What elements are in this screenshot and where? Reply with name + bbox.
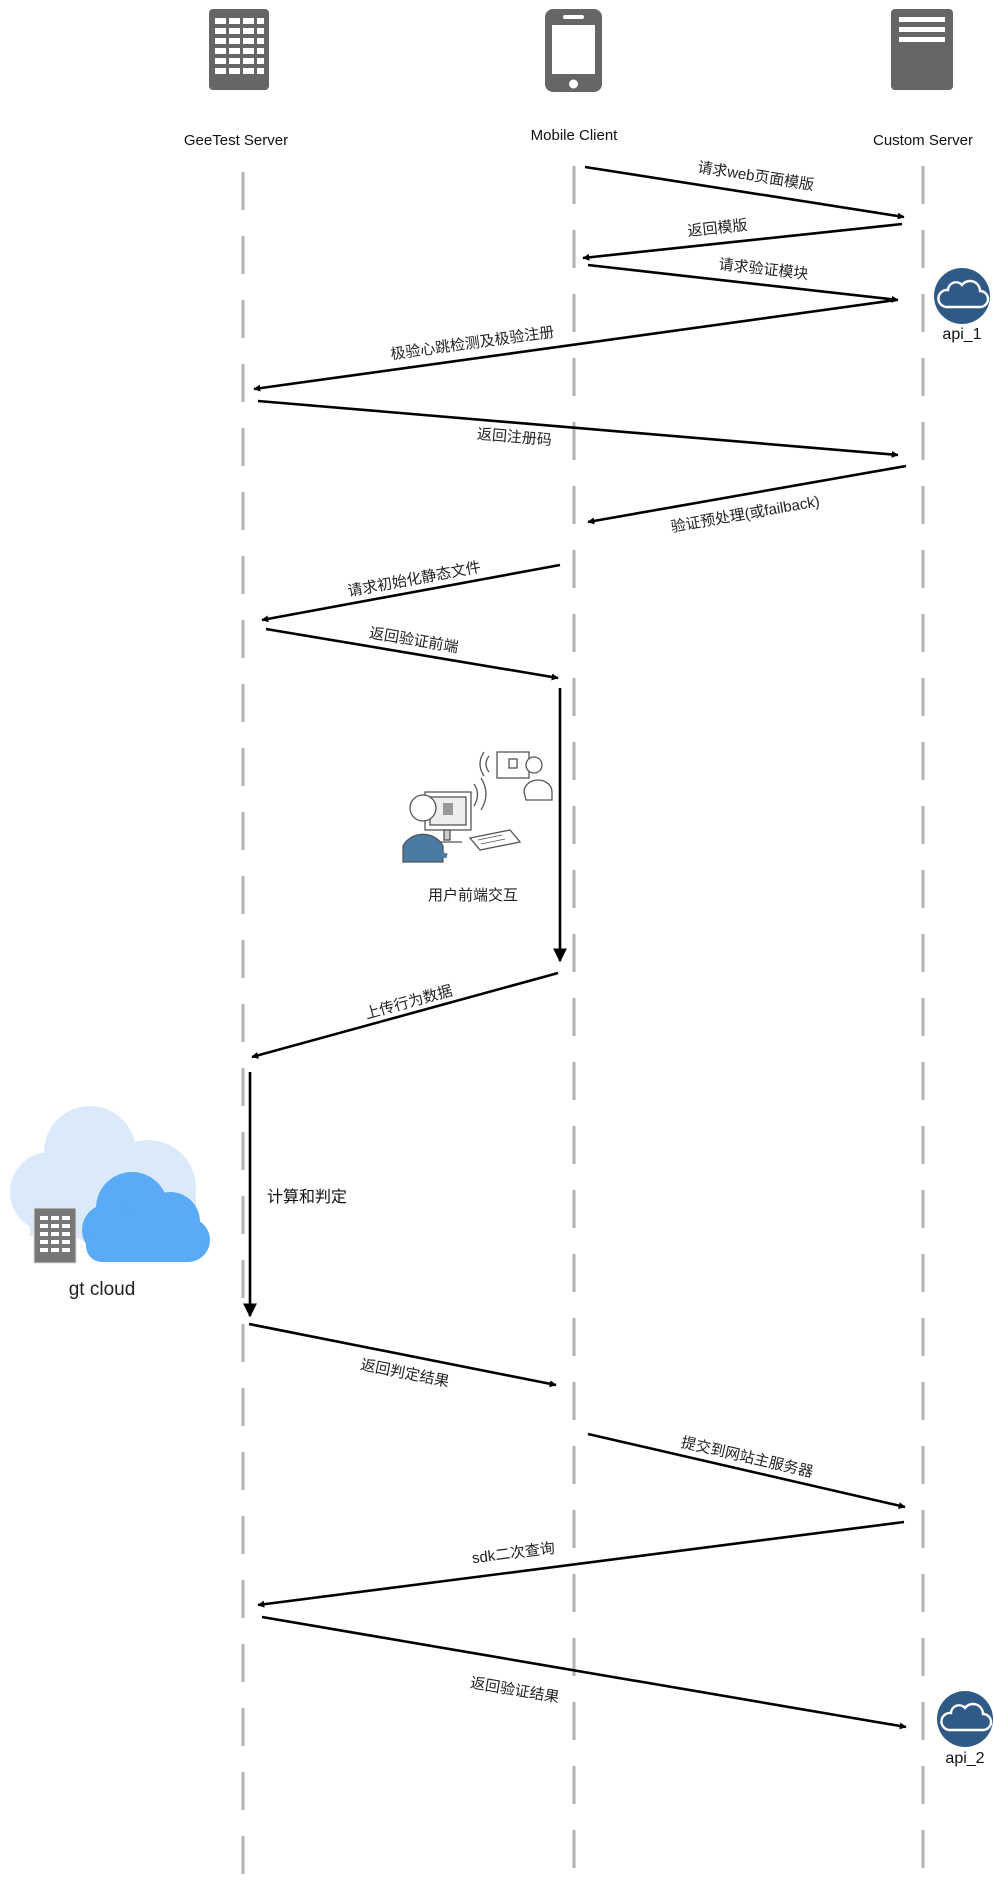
api-2-label: api_2 <box>945 1750 984 1767</box>
message-label: 验证预处理(或failback) <box>669 493 821 536</box>
message-arrow <box>261 563 561 623</box>
message-m11: 提交到网站主服务器 <box>587 1432 906 1509</box>
api-1-label: api_1 <box>942 326 981 343</box>
smartphone-icon <box>545 9 602 92</box>
message-arrow <box>584 165 905 220</box>
api-2-badge <box>937 1691 993 1747</box>
message-label: 请求验证模块 <box>718 256 809 283</box>
message-m8: 返回验证前端 <box>265 625 559 681</box>
message-label: 极验心跳检测及极验注册 <box>389 324 555 364</box>
message-m13: 返回验证结果 <box>261 1615 907 1730</box>
message-label: 提交到网站主服务器 <box>679 1433 815 1481</box>
message-m9: 上传行为数据 <box>251 971 559 1059</box>
message-arrow <box>257 1520 905 1608</box>
message-arrow <box>587 464 907 525</box>
message-arrow <box>257 399 899 458</box>
message-m10: 返回判定结果 <box>248 1322 557 1391</box>
actor-label-geetest: GeeTest Server <box>184 132 288 149</box>
message-arrow <box>248 1322 557 1388</box>
message-arrow <box>265 627 559 681</box>
message-label: 返回验证结果 <box>469 1675 561 1707</box>
api-1-badge <box>934 268 990 324</box>
message-arrow <box>587 1432 906 1509</box>
message-label: 上传行为数据 <box>363 983 454 1023</box>
message-m7: 请求初始化静态文件 <box>261 559 561 623</box>
cloud-server-icon <box>10 1106 210 1264</box>
server-rack-icon <box>209 9 269 90</box>
compute-label: 计算和判定 <box>267 1187 347 1206</box>
message-arrow <box>261 1615 907 1730</box>
user-interaction-label: 用户前端交互 <box>428 886 518 904</box>
message-m2: 返回模版 <box>582 217 903 261</box>
gt-cloud-label: gt cloud <box>69 1279 136 1300</box>
message-m5: 返回注册码 <box>257 399 899 458</box>
message-label: 返回模版 <box>687 217 748 240</box>
cloud-icon <box>940 1702 993 1732</box>
message-label: 返回注册码 <box>476 426 552 449</box>
message-arrow <box>587 263 899 303</box>
message-m6: 验证预处理(或failback) <box>587 464 907 536</box>
server-tower-icon <box>891 9 953 90</box>
actor-label-mobile: Mobile Client <box>531 127 619 144</box>
message-m3: 请求验证模块 <box>587 256 899 303</box>
message-m1: 请求web页面模版 <box>584 159 905 220</box>
message-label: sdk二次查询 <box>471 1540 556 1567</box>
message-arrow <box>582 222 903 261</box>
message-arrow <box>251 971 559 1059</box>
cloud-icon <box>937 279 990 309</box>
message-label: 返回验证前端 <box>368 625 460 657</box>
message-label: 请求web页面模版 <box>696 159 815 194</box>
actor-label-custom: Custom Server <box>873 132 973 149</box>
message-arrow <box>253 298 897 392</box>
user-computer-icon <box>402 751 553 863</box>
message-m12: sdk二次查询 <box>257 1520 905 1608</box>
message-label: 请求初始化静态文件 <box>346 559 482 600</box>
